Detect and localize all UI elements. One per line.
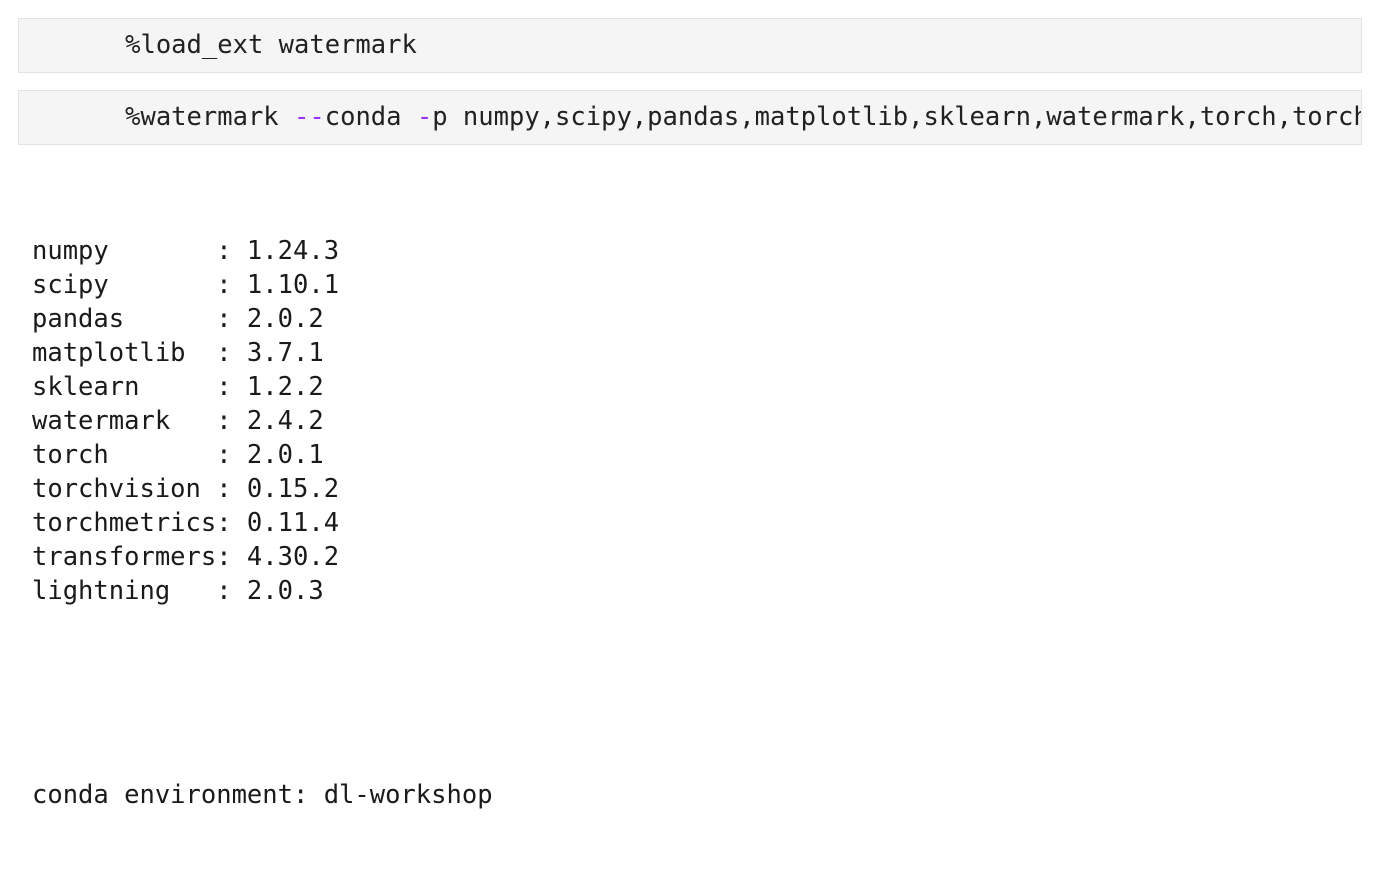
output-package-row: numpy : 1.24.3: [32, 236, 340, 266]
code-token-text: %load_ext watermark: [125, 29, 417, 60]
code-cell-watermark[interactable]: %watermark --conda -p numpy,scipy,pandas…: [18, 90, 1362, 145]
output-blank-line: [32, 676, 1362, 710]
code-line-load-ext: %load_ext watermark: [33, 19, 417, 72]
output-package-row: torchvision : 0.15.2: [32, 474, 340, 504]
output-package-row: pandas : 2.0.2: [32, 304, 324, 334]
output-package-list: numpy : 1.24.3 scipy : 1.10.1 pandas : 2.0…: [32, 234, 1362, 608]
output-package-row: transformers: 4.30.2: [32, 542, 340, 572]
notebook-container: %load_ext watermark %watermark --conda -…: [18, 18, 1362, 810]
output-package-row: torchmetrics: 0.11.4: [32, 508, 340, 538]
output-package-row: watermark : 2.4.2: [32, 406, 324, 436]
output-package-row: scipy : 1.10.1: [32, 270, 340, 300]
code-token-double-dash: --: [294, 101, 325, 132]
code-token-package-list: p numpy,scipy,pandas,matplotlib,sklearn,…: [432, 101, 1361, 132]
code-token-magic-name: %watermark: [125, 101, 295, 132]
output-package-row: sklearn : 1.2.2: [32, 372, 324, 402]
output-package-row: torch : 2.0.1: [32, 440, 324, 470]
code-token-single-dash: -: [416, 101, 433, 132]
code-cell-load-ext[interactable]: %load_ext watermark: [18, 18, 1362, 73]
output-conda-environment-line: conda environment: dl-workshop: [32, 780, 493, 810]
cell-output-stream: numpy : 1.24.3 scipy : 1.10.1 pandas : 2.0…: [32, 166, 1362, 880]
code-token-conda-flag: conda: [324, 101, 417, 132]
output-package-row: matplotlib : 3.7.1: [32, 338, 324, 368]
code-line-watermark: %watermark --conda -p numpy,scipy,pandas…: [33, 91, 1361, 144]
output-package-row: lightning : 2.0.3: [32, 576, 324, 606]
